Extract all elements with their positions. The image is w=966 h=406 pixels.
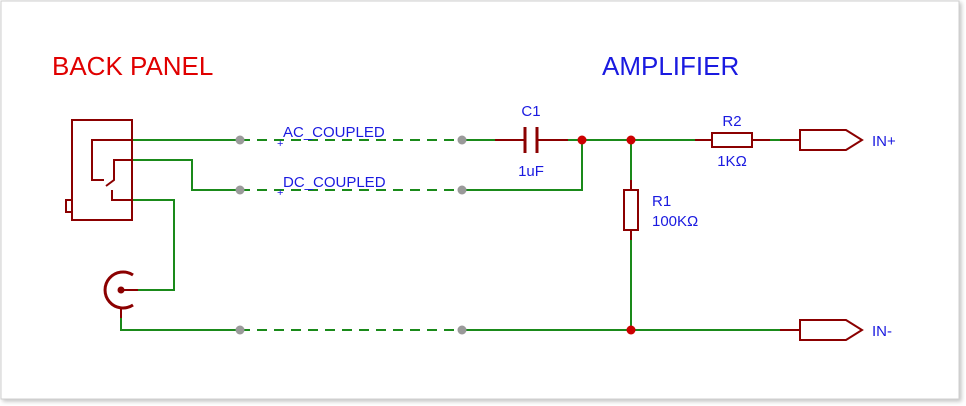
- junction-dot: [626, 135, 636, 145]
- resistor-r1-icon: [623, 180, 639, 240]
- tie-point: [235, 185, 245, 195]
- port-in-minus-label: IN-: [872, 323, 892, 340]
- resistor-r2-icon: [695, 132, 770, 148]
- amplifier-title: AMPLIFIER: [602, 51, 739, 81]
- r1-ref: R1: [652, 193, 671, 210]
- dc-coupled-plus: +: [277, 187, 283, 199]
- jack-tip-contact: [91, 139, 132, 181]
- port-in-minus-shape: [799, 319, 864, 341]
- junction-dot: [577, 135, 587, 145]
- tie-points: [235, 135, 467, 335]
- junctions: [577, 135, 636, 335]
- tie-point: [457, 325, 467, 335]
- wire-dc-to-junction: [462, 140, 583, 191]
- ac-coupled-plus: +: [277, 138, 283, 150]
- port-in-plus-shape: [799, 129, 864, 151]
- bnc-connector-icon: [103, 270, 134, 310]
- r1-value: 100KΩ: [652, 213, 698, 230]
- r2-value: 1KΩ: [717, 153, 747, 170]
- dc-coupled-label: DC_COUPLED: [283, 174, 386, 191]
- tie-point: [235, 135, 245, 145]
- jack-body: [71, 119, 133, 221]
- r2-ref: R2: [722, 113, 741, 130]
- port-in-minus-icon: [780, 319, 864, 341]
- c1-value: 1uF: [518, 163, 544, 180]
- junction-dot: [626, 325, 636, 335]
- bnc-center-pin: [117, 286, 125, 294]
- back-panel-title: BACK PANEL: [52, 51, 213, 81]
- wire-jack-to-bnc: [132, 199, 175, 291]
- tie-point: [457, 185, 467, 195]
- jack-icon: [65, 119, 133, 221]
- jack-sleeve-contact: [111, 190, 132, 201]
- wire-dc-jack: [132, 159, 240, 191]
- capacitor-c1-icon: [495, 127, 568, 153]
- jack-switch-contact: [105, 159, 132, 187]
- tie-point: [235, 325, 245, 335]
- ac-coupled-label: AC_COUPLED: [283, 124, 385, 141]
- port-in-plus-icon: [780, 129, 864, 151]
- bnc-shell: [103, 270, 134, 310]
- c1-ref: C1: [521, 103, 540, 120]
- tie-point: [457, 135, 467, 145]
- jack-tab: [65, 199, 73, 213]
- port-in-plus-label: IN+: [872, 133, 896, 150]
